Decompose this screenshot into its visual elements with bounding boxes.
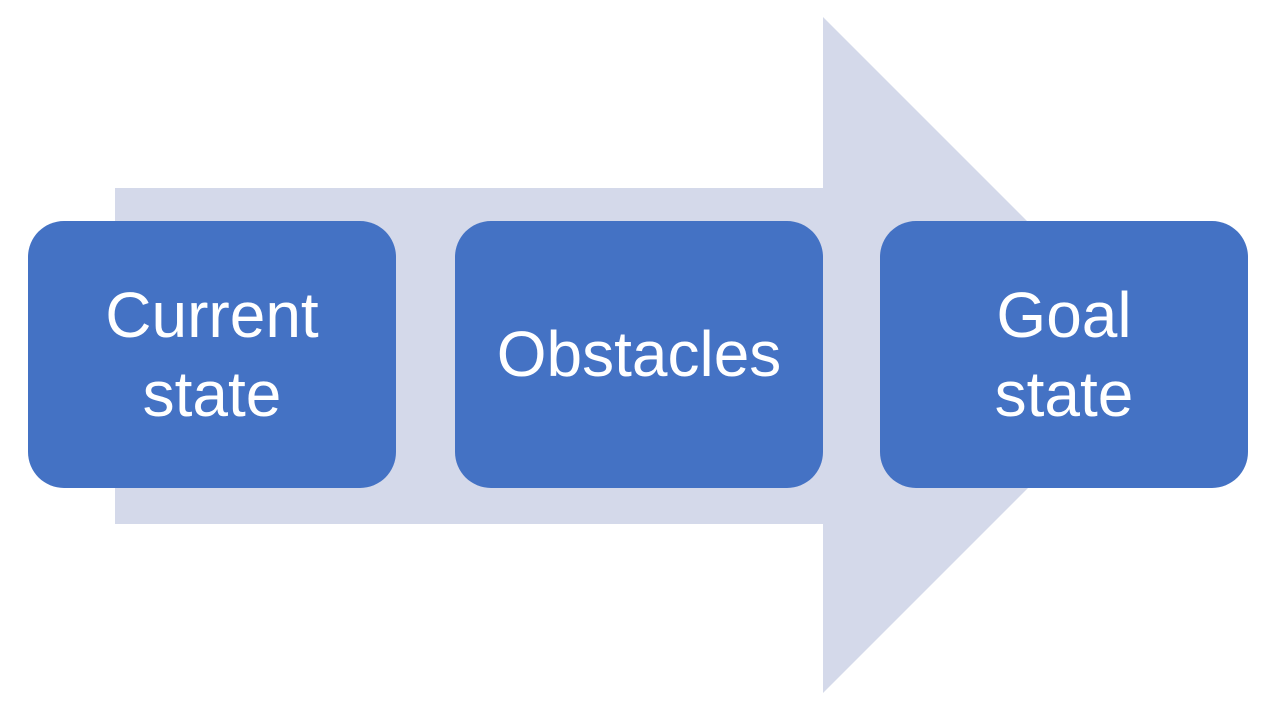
- step-box-obstacles: Obstacles: [455, 221, 823, 488]
- step-box-goal-state: Goal state: [880, 221, 1248, 488]
- step-label-current-state: Current state: [105, 278, 319, 430]
- step-label-obstacles: Obstacles: [496, 318, 782, 390]
- step-box-current-state: Current state: [28, 221, 396, 488]
- step-label-goal-state: Goal state: [994, 278, 1134, 430]
